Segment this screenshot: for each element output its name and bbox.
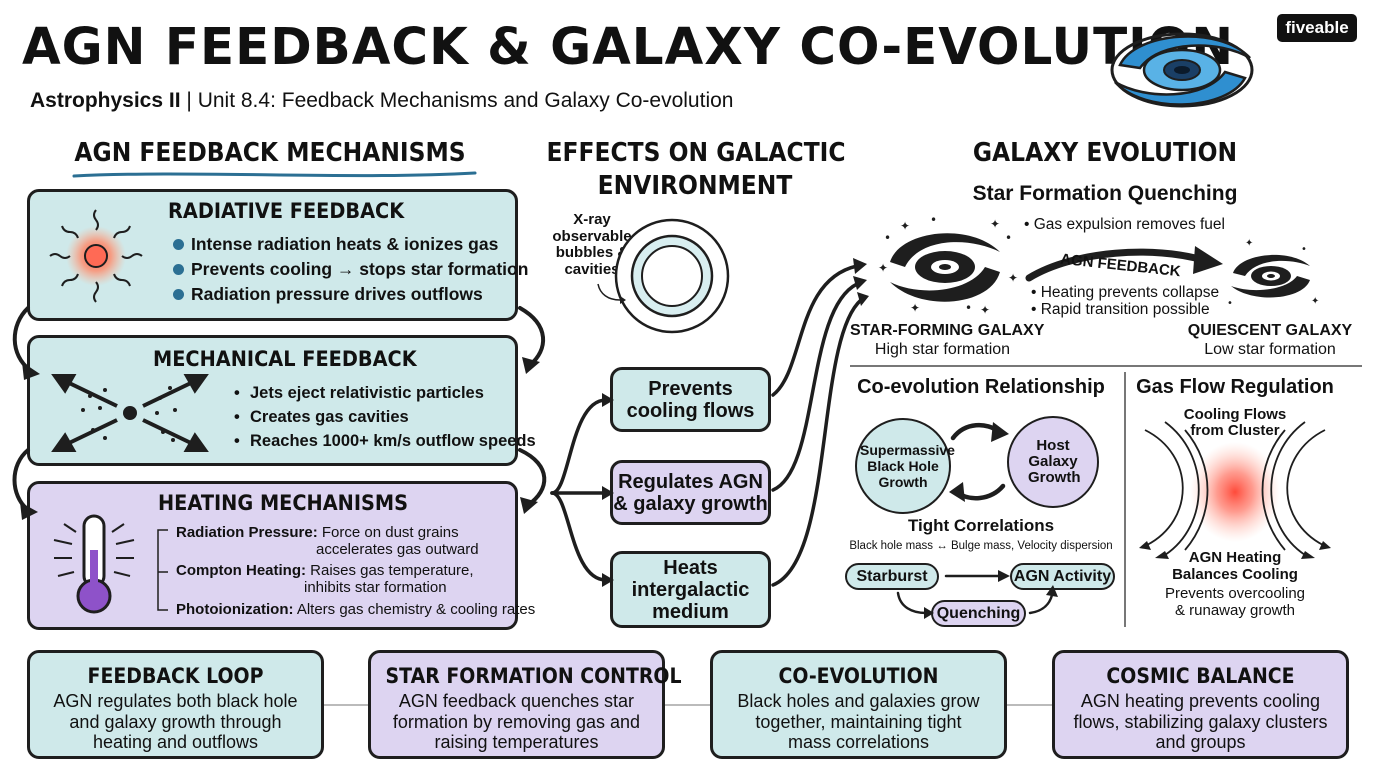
jets-icon: [51, 374, 209, 452]
cycle-flow-arrows: [896, 570, 1058, 619]
page-subtitle: Astrophysics II | Unit 8.4: Feedback Mec…: [30, 87, 733, 115]
note-gas-expulsion: • Gas expulsion removes fuel: [1024, 216, 1225, 233]
list-item: Creates gas cavities: [232, 405, 536, 429]
summary-cosmic-balance: COSMIC BALANCE AGN heating prevents cool…: [1052, 650, 1349, 759]
svg-text:✦: ✦: [990, 217, 1000, 231]
effects-branch-arrows: [550, 393, 614, 587]
quiescent-sub: Low star formation: [1204, 341, 1336, 358]
heating-bracket: [157, 529, 168, 611]
bottom-connector-line: [320, 704, 1055, 706]
agn-feedback-arrow: [1025, 246, 1223, 282]
mechanisms-heading: AGN FEEDBACK MECHANISMS: [74, 138, 466, 168]
effects-heading-line1: EFFECTS ON GALACTIC: [546, 138, 846, 168]
evolution-divider-horizontal: [850, 365, 1362, 367]
heating-item-radiation-pressure: Radiation Pressure: Force on dust grains…: [176, 524, 479, 558]
mechanism-flow-arrows: [12, 306, 547, 520]
gas-flow-diagram: [1139, 421, 1331, 559]
svg-text:•: •: [1005, 231, 1012, 245]
coevolution-cycle-arrows: [949, 422, 1009, 502]
svg-text:✦: ✦: [910, 301, 920, 315]
quiescent-title: QUIESCENT GALAXY: [1187, 322, 1353, 339]
prevents-overcooling-label: Prevents overcooling & runaway growth: [1164, 585, 1306, 619]
evolution-divider-vertical: [1124, 372, 1126, 627]
course-name: Astrophysics II: [30, 89, 181, 112]
thermometer-icon: [53, 514, 135, 614]
heating-item-photoionization: Photoionization: Alters gas chemistry & …: [176, 601, 536, 618]
heating-item-compton: Compton Heating: Raises gas temperature,…: [176, 562, 474, 596]
gasflow-title: Gas Flow Regulation: [1136, 376, 1334, 398]
star-forming-galaxy-icon: ✦ ✦ ✦ ✦ ✦ ✦ • • • •: [878, 213, 1018, 317]
page-title: AGN FEEDBACK & GALAXY CO-EVOLUTION: [22, 18, 1235, 77]
star-forming-sub: High star formation: [874, 341, 1011, 358]
summary-title: COSMIC BALANCE: [1106, 664, 1295, 688]
quenching-node: Quenching: [931, 600, 1026, 627]
svg-text:•: •: [884, 231, 891, 245]
list-item: Jets eject relativistic particles: [232, 381, 536, 405]
svg-text:•: •: [930, 213, 937, 227]
effects-to-evolution-arrows: [771, 258, 869, 587]
summary-title: CO-EVOLUTION: [778, 664, 939, 688]
svg-text:✦: ✦: [1311, 296, 1319, 307]
summary-star-formation-control: STAR FORMATION CONTROL AGN feedback quen…: [368, 650, 682, 759]
tight-correlations-text: Black hole mass ↔ Bulge mass, Velocity d…: [849, 540, 1113, 552]
starburst-node: Starburst: [845, 563, 939, 590]
summary-co-evolution: CO-EVOLUTION Black holes and galaxies gr…: [710, 650, 1007, 759]
heating-mechanisms-title: HEATING MECHANISMS: [158, 491, 409, 515]
radiative-feedback-title: RADIATIVE FEEDBACK: [168, 199, 405, 223]
cooling-flows-label: Cooling Flows from Cluster: [1183, 406, 1287, 439]
list-item: Intense radiation heats & ionizes gas: [173, 232, 528, 257]
heading-underline: [72, 171, 477, 178]
coevolution-title: Co-evolution Relationship: [857, 376, 1105, 398]
note-heating-collapse: • Heating prevents collapse: [1031, 284, 1220, 301]
host-galaxy-growth-node: Host Galaxy Growth: [1007, 416, 1099, 508]
summary-title: FEEDBACK LOOP: [87, 664, 264, 688]
tight-correlations-title: Tight Correlations: [907, 516, 1055, 535]
svg-text:•: •: [1301, 244, 1307, 255]
radiative-bullet-list: Intense radiation heats & ionizes gas Pr…: [173, 232, 528, 307]
evolution-heading: GALAXY EVOLUTION: [972, 138, 1238, 168]
effects-heading-line2: ENVIRONMENT: [597, 171, 793, 201]
unit-name: | Unit 8.4: Feedback Mechanisms and Gala…: [186, 89, 734, 112]
svg-text:✦: ✦: [1008, 271, 1018, 285]
list-item: Radiation pressure drives outflows: [173, 282, 528, 307]
brand-logo[interactable]: fiveable: [1277, 14, 1357, 42]
agn-heating-label: AGN Heating Balances Cooling: [1172, 549, 1298, 583]
summary-title: STAR FORMATION CONTROL: [385, 664, 682, 688]
svg-text:✦: ✦: [900, 219, 910, 233]
svg-text:•: •: [1227, 298, 1233, 309]
effect-regulates-agn-growth: Regulates AGN& galaxy growth: [610, 460, 771, 525]
smbh-growth-node: Supermassive Black Hole Growth: [855, 418, 955, 514]
list-item: Reaches 1000+ km/s outflow speeds: [232, 429, 536, 453]
quenching-title: Star Formation Quenching: [972, 182, 1238, 205]
star-forming-title: STAR-FORMING GALAXY: [850, 322, 1045, 339]
radiating-source-icon: [49, 209, 143, 303]
xray-bubble-diagram: [597, 218, 730, 334]
agn-activity-node: AGN Activity: [1010, 563, 1115, 590]
svg-text:•: •: [965, 301, 972, 315]
quiescent-galaxy-icon: ✦ • ✦ •: [1227, 238, 1319, 309]
note-rapid-transition: • Rapid transition possible: [1031, 301, 1210, 318]
xray-label: X-ray observable bubbles & cavities: [552, 211, 632, 278]
mechanical-feedback-title: MECHANICAL FEEDBACK: [153, 347, 417, 371]
svg-text:✦: ✦: [980, 303, 990, 317]
svg-text:✦: ✦: [878, 261, 888, 275]
spiral-galaxy-icon: [1110, 32, 1254, 108]
mechanical-bullet-list: Jets eject relativistic particles Create…: [232, 381, 536, 453]
summary-feedback-loop: FEEDBACK LOOP AGN regulates both black h…: [27, 650, 324, 759]
list-item: Prevents cooling → stops star formation: [173, 257, 528, 282]
svg-text:✦: ✦: [1245, 238, 1253, 249]
